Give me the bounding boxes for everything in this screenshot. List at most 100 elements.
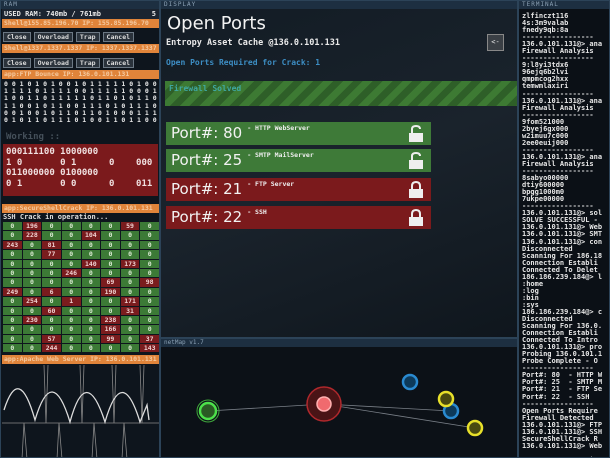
terminal-line: Port#: 21 - FTP Se — [522, 385, 603, 394]
terminal-line: dtiy600000 — [522, 181, 565, 190]
page-title: Open Ports — [167, 13, 266, 34]
terminal-line: Connection Establi — [522, 329, 598, 338]
ssh-grid-cell: 0 — [61, 240, 81, 250]
cancel-button[interactable]: Cancel — [102, 58, 135, 68]
port-row[interactable]: Port#: 22- SSH — [166, 206, 431, 229]
terminal-line: 136.0.101.131@> FTP — [522, 420, 603, 429]
terminal-line: 4s:3m9valab — [522, 19, 569, 28]
terminal-line: 136.0.101.131@> ana — [522, 152, 603, 161]
ssh-grid-cell: 77 — [42, 250, 61, 259]
ssh-status: SSH Crack in operation... — [3, 213, 109, 221]
ssh-grid-cell: 0 — [61, 344, 81, 353]
ssh-grid-cell: 0 — [101, 306, 120, 315]
display-header: DISPLAY — [161, 1, 517, 9]
terminal-line: 136.0.101.131@> pro — [522, 343, 603, 352]
port-number: Port#: 25 — [171, 151, 243, 169]
port-service: - SSH — [247, 208, 267, 216]
terminal-line: Firewall Analysis — [522, 159, 594, 168]
firewall-status: Firewall Solved — [165, 81, 517, 106]
ssh-grid-cell: 104 — [81, 231, 101, 240]
ssh-grid-cell: 69 — [101, 278, 120, 287]
terminal-line: 136.0.101.131@> ana — [522, 40, 603, 49]
ssh-grid-cell: 99 — [101, 334, 120, 344]
ssh-grid-cell: 246 — [61, 268, 81, 278]
ports-required-text: Open Ports Required for Crack: 1 — [166, 58, 321, 67]
ssh-grid-cell: 81 — [42, 240, 61, 250]
ssh-grid-cell: 0 — [81, 315, 101, 325]
network-node-icon[interactable] — [401, 373, 419, 391]
back-button[interactable]: <- — [487, 34, 504, 51]
terminal-line: Disconnected — [522, 315, 573, 324]
terminal-line: Open Ports Require — [522, 406, 598, 415]
cancel-button[interactable]: Cancel — [102, 32, 135, 42]
close-button[interactable]: Close — [3, 58, 31, 68]
waveform-curve — [3, 388, 150, 425]
terminal-line: w2imuu7c000 — [522, 131, 569, 140]
network-node-icon[interactable] — [466, 419, 484, 437]
terminal-line: :log — [522, 286, 539, 295]
terminal-line: 136.0.101.131@> sol — [522, 209, 603, 218]
ssh-grid-cell: 0 — [120, 334, 140, 344]
ssh-grid-cell: 0 — [3, 315, 22, 325]
ssh-grid-cell: 0 — [61, 306, 81, 315]
trap-button[interactable]: Trap — [75, 58, 100, 68]
ssh-grid-cell: 0 — [22, 344, 42, 353]
port-row[interactable]: Port#: 25- SMTP MailServer — [166, 149, 431, 172]
terminal-line: 7ukpe00000 — [522, 195, 565, 204]
shell-1-bar: Shell@155.85.196.70 IP: 155.85.196.70 — [2, 19, 159, 28]
binary-row: 0 1 0 1 1 0 1 1 1 0 1 0 0 1 1 0 1 1 0 0 — [4, 115, 157, 124]
ssh-grid-cell: 0 — [140, 297, 159, 306]
terminal-line: 2byej6gx000 — [522, 124, 569, 133]
lock-icon — [409, 209, 423, 226]
overload-button[interactable]: Overload — [33, 32, 73, 42]
binary-row: 1 1 0 0 1 0 1 1 0 0 1 1 1 0 1 0 1 1 1 0 — [4, 101, 157, 110]
connected-node-icon[interactable] — [306, 386, 342, 422]
ram-usage-count: 5 — [151, 10, 156, 18]
port-row[interactable]: Port#: 80- HTTP WebServer — [166, 122, 431, 145]
ssh-grid-cell: 0 — [120, 240, 140, 250]
ssh-grid-cell: 244 — [42, 344, 61, 353]
terminal-line: 136.0.101.131@> ana — [522, 96, 603, 105]
home-node-icon[interactable] — [196, 399, 220, 423]
ssh-grid-cell: 0 — [61, 334, 81, 344]
ssh-grid-cell: 0 — [3, 306, 22, 315]
working-line: 0 1 0 0 0 011 — [6, 178, 153, 189]
overload-button[interactable]: Overload — [33, 58, 73, 68]
lock-icon — [409, 181, 423, 198]
port-row[interactable]: Port#: 21- FTP Server — [166, 178, 431, 201]
netmap-header: netMap v1.7 — [161, 339, 517, 347]
ssh-grid-cell: 0 — [81, 278, 101, 287]
terminal-line: 136.0.101.131@> con — [522, 237, 603, 246]
network-node-icon[interactable] — [437, 390, 455, 408]
trap-button[interactable]: Trap — [75, 32, 100, 42]
ssh-grid-cell: 0 — [3, 259, 22, 268]
display-panel: DISPLAY Open Ports Entropy Asset Cache @… — [160, 0, 518, 338]
ssh-grid-cell: 57 — [42, 334, 61, 344]
ssh-grid-cell: 0 — [42, 222, 61, 231]
port-service: - HTTP WebServer — [247, 124, 310, 132]
terminal-line: zlfinczt116 — [522, 12, 569, 20]
terminal-line: ----------------- — [522, 110, 594, 119]
binary-row: 0 0 1 0 0 1 0 1 1 0 1 1 0 1 0 0 0 1 1 1 — [4, 108, 157, 117]
terminal-line: 8sabyo00000 — [522, 174, 569, 183]
ssh-grid-cell: 0 — [81, 334, 101, 344]
ram-usage-text: USED RAM: 740mb / 761mb — [4, 10, 101, 18]
close-button[interactable]: Close — [3, 32, 31, 42]
ssh-grid-cell: 0 — [3, 231, 22, 240]
ssh-grid-cell: 0 — [61, 231, 81, 240]
ssh-grid-cell: 0 — [42, 315, 61, 325]
terminal-line: 9fom521000 — [522, 117, 565, 126]
terminal-line: Port#: 25 - SMTP M — [522, 378, 603, 387]
ssh-grid-cell: 0 — [42, 268, 61, 278]
target-subtitle: Entropy Asset Cache @136.0.101.131 — [166, 38, 340, 48]
terminal-line: Port#: 22 - SSH — [522, 392, 590, 401]
ssh-grid-cell: 0 — [101, 344, 120, 353]
ssh-grid-cell: 0 — [81, 250, 101, 259]
terminal-line: SecureShellCrack R — [522, 434, 598, 443]
ssh-grid-cell: 0 — [101, 268, 120, 278]
apache-bar: app:Apache Web Server IP: 136.0.101.131 — [2, 355, 159, 364]
ssh-grid-cell: 0 — [81, 287, 101, 297]
